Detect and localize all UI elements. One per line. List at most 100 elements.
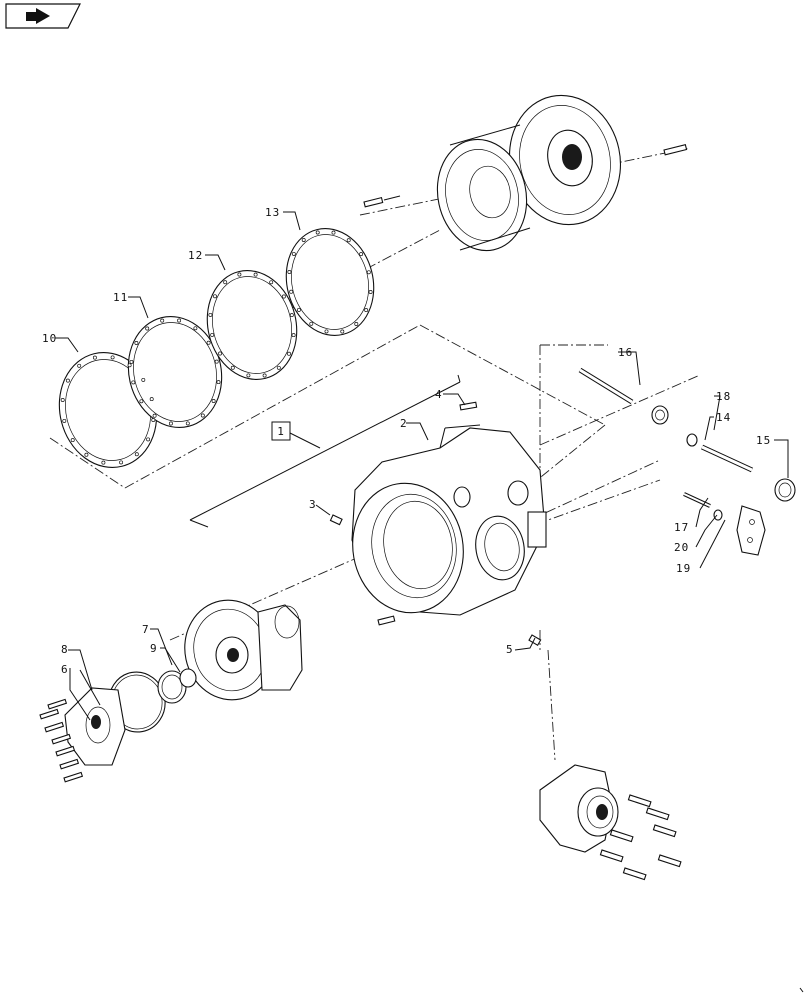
bolt-hole — [364, 308, 369, 313]
differential-carrier — [539, 764, 619, 853]
bolt-hole — [291, 251, 296, 256]
bolt-hole — [62, 418, 67, 423]
callout-9: 9 — [150, 642, 158, 655]
bolt-hole — [354, 322, 359, 326]
bolt-hole — [291, 333, 296, 338]
bolt-hole — [151, 418, 156, 422]
bolt-hole — [101, 460, 106, 465]
pump-cover-6 — [64, 687, 126, 766]
callout-18: 18 — [716, 390, 731, 403]
bolt-hole — [145, 326, 150, 331]
callout-16: 16 — [618, 346, 633, 359]
bolt-hole — [168, 421, 173, 426]
bolt-hole — [296, 307, 301, 312]
callout-7: 7 — [142, 623, 150, 636]
bolt-hole — [214, 359, 219, 364]
leader-lines — [55, 211, 789, 721]
callouts: 2 3 4 5 6 7 8 9 10 11 12 13 14 15 16 17 … — [42, 206, 771, 676]
bolt-hole — [185, 421, 190, 426]
callout-14: 14 — [716, 411, 731, 424]
o-ring-20 — [713, 509, 723, 521]
callout-6: 6 — [61, 663, 69, 676]
bolt-hole — [269, 280, 274, 285]
callout-4: 4 — [435, 388, 443, 401]
pump-bolt — [51, 733, 72, 745]
gasket-bolt-holes — [60, 230, 373, 465]
bolt-hole — [246, 373, 251, 378]
pump-bolt — [44, 721, 65, 733]
valve-block-19 — [736, 505, 766, 556]
fitting-4 — [459, 401, 478, 411]
next-page-arrow-icon — [26, 8, 50, 24]
callout-12: 12 — [188, 249, 203, 262]
callout-3: 3 — [309, 498, 317, 511]
bolt-hole — [216, 380, 221, 385]
rod-17 — [683, 492, 711, 508]
o-ring-18 — [686, 433, 698, 447]
next-page-button[interactable] — [5, 3, 81, 29]
rod-14 — [700, 444, 754, 473]
callout-13: 13 — [265, 206, 280, 219]
bolt-hole — [309, 321, 314, 326]
bolt-hole — [368, 290, 373, 294]
differential-bolts — [599, 794, 682, 881]
bolt-hole — [206, 340, 211, 345]
pump-bolt — [59, 758, 80, 770]
pump-bolt — [47, 698, 68, 710]
bolt-hole — [65, 378, 70, 383]
bolt-hole — [287, 270, 292, 274]
callout-2: 2 — [400, 417, 408, 430]
bolt-hole — [366, 270, 371, 275]
cap-near-16 — [651, 405, 669, 425]
callout-10: 10 — [42, 332, 57, 345]
pump-bolts — [39, 698, 84, 783]
bolt-hole — [253, 272, 258, 277]
ring-7 — [179, 668, 197, 688]
bolt-hole — [141, 377, 146, 382]
bolt-hole — [218, 351, 223, 356]
differential-bolt — [652, 824, 677, 838]
centerlines — [49, 147, 701, 761]
callout-17: 17 — [674, 521, 689, 534]
bolt-hole — [331, 230, 336, 235]
rod-16 — [578, 367, 634, 405]
pump-bolt — [63, 771, 84, 783]
bolt-hole — [211, 399, 216, 403]
bolt-hole — [110, 355, 115, 360]
bolt-hole — [77, 363, 82, 368]
differential-bolt — [599, 849, 624, 863]
bolt-hole — [287, 351, 291, 356]
differential-bolt — [622, 867, 647, 881]
callout-5: 5 — [506, 643, 514, 656]
bolt-hole — [70, 438, 75, 443]
plug-15 — [774, 478, 796, 502]
bolt-hole — [152, 413, 157, 418]
bolt-hole — [129, 359, 134, 364]
assembly-1-reference: 1 — [189, 374, 461, 528]
transmission-housing — [351, 424, 547, 616]
callout-20: 20 — [674, 541, 689, 554]
bolt-hole — [340, 329, 345, 334]
differential-bolt — [645, 807, 670, 821]
bolt-hole — [289, 313, 294, 318]
corner-tick — [799, 987, 804, 993]
bolt-hole — [131, 380, 136, 385]
bolt-hole — [177, 318, 182, 323]
bolt-hole — [223, 280, 228, 285]
bolt-hole — [208, 312, 213, 317]
callout-15: 15 — [756, 434, 771, 447]
bolt-hole — [127, 363, 132, 368]
bolt-hole — [346, 238, 351, 243]
bolt-hole — [146, 437, 151, 442]
bolt-hole — [210, 332, 215, 337]
housing-stud-lower — [377, 615, 396, 626]
bolt-hole — [301, 238, 306, 242]
bolt-hole — [359, 252, 364, 257]
differential-bolt — [657, 854, 682, 868]
bolt-hole — [281, 294, 286, 299]
bolt-hole — [230, 365, 235, 370]
bolt-hole — [60, 398, 65, 402]
bolt-hole — [324, 329, 329, 334]
bolt-hole — [134, 452, 139, 457]
